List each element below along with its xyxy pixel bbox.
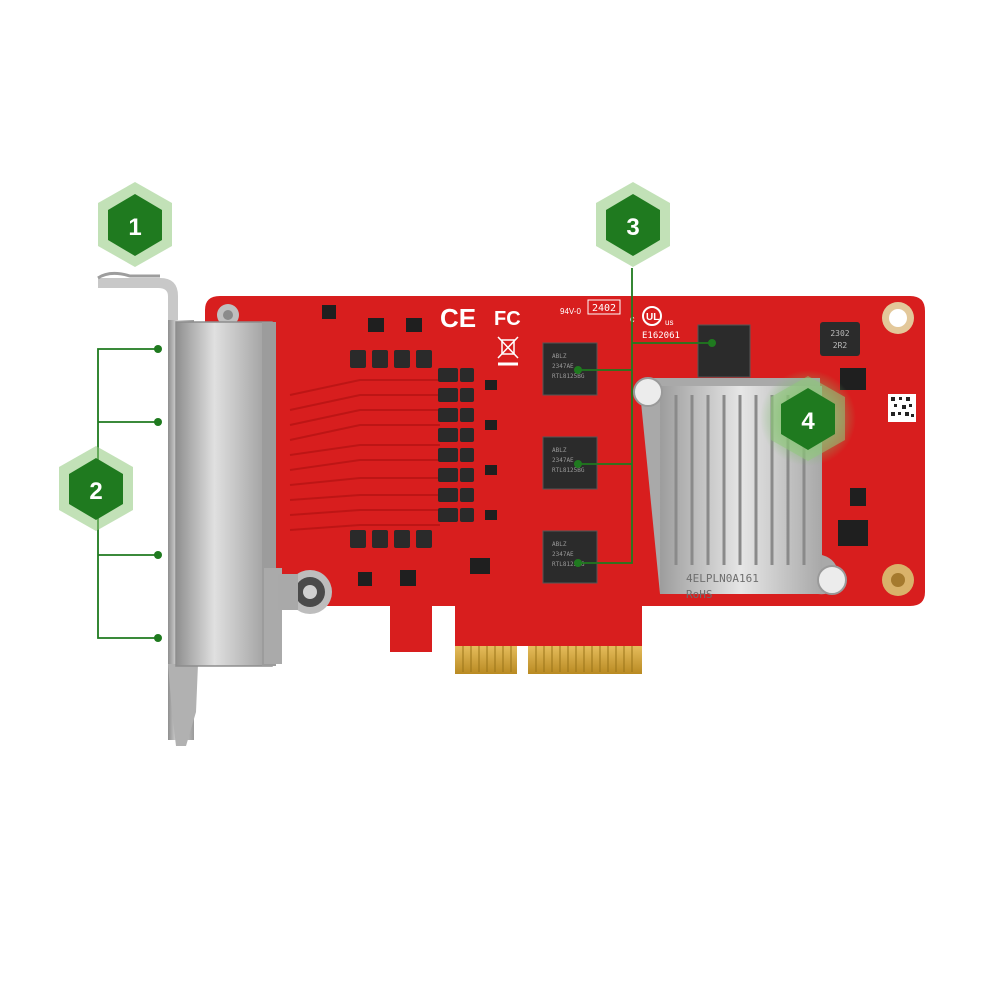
callout-number-2: 2 (89, 478, 102, 505)
chip-1-line1: ABLZ (552, 353, 567, 360)
rohs-marking: RoHS (686, 588, 713, 601)
heatsink-part-number: 4ELPLN0A161 (686, 572, 759, 585)
ul-file-number: E162061 (642, 331, 680, 341)
mounting-hole-bottom-right (882, 564, 914, 596)
chip-2-line2: 2347AE (552, 457, 574, 464)
ul-suffix: us (665, 318, 673, 327)
callout-endpoints (154, 339, 716, 642)
controller-chip-1: ABLZ 2347AE RTL8125BG (542, 342, 598, 396)
controller-chip-2: ABLZ 2347AE RTL8125BG (542, 436, 598, 490)
mounting-hole-top-right (882, 302, 914, 334)
chip-2-line1: ABLZ (552, 447, 567, 454)
chip-1-line2: 2347AE (552, 363, 574, 370)
fcc-mark: FC (494, 308, 521, 330)
flammability-rating: 94V-0 (560, 307, 581, 316)
screw-top-left (217, 304, 239, 326)
rj45-ports (175, 321, 282, 667)
ce-mark: CE (440, 303, 476, 333)
qr-code-icon (888, 394, 916, 422)
pcie-gold-fingers (455, 606, 642, 674)
small-ics (322, 305, 868, 586)
mounting-screw-icon (278, 570, 332, 614)
inductor-row-bottom (350, 530, 432, 548)
chip-3-line2: 2347AE (552, 551, 574, 558)
callout-badge-2: 2 (59, 446, 133, 531)
controller-chip-4 (697, 324, 751, 378)
callout-badge-3: 3 (596, 182, 670, 267)
ul-mark-icon: UL (642, 306, 662, 326)
inductor-2r2: 2302 2R2 (820, 322, 860, 356)
controller-chip-3: ABLZ 2347AE RTL8125BG (542, 530, 598, 584)
callout-number-4: 4 (801, 408, 815, 435)
callout-badge-4: 4 (760, 370, 856, 466)
svg-text:UL: UL (646, 312, 659, 323)
weee-bin-icon (497, 336, 519, 366)
inductor-label-bottom: 2R2 (833, 341, 848, 350)
callout-number-3: 3 (626, 214, 639, 241)
regulatory-markings: CE FC 94V-0 2402 UL c us E162061 (440, 299, 680, 366)
chip-2-line3: RTL8125BG (552, 467, 585, 474)
callout-number-1: 1 (128, 214, 141, 241)
chip-3-line3: RTL8125BG (552, 561, 585, 568)
inductor-label-top: 2302 (830, 329, 849, 338)
inductor-row-top (350, 350, 432, 368)
date-code: 2402 (592, 303, 616, 314)
chip-1-line3: RTL8125BG (552, 373, 585, 380)
chip-3-line1: ABLZ (552, 541, 567, 548)
callout-badge-1: 1 (98, 182, 172, 267)
transformer-column (438, 368, 474, 522)
